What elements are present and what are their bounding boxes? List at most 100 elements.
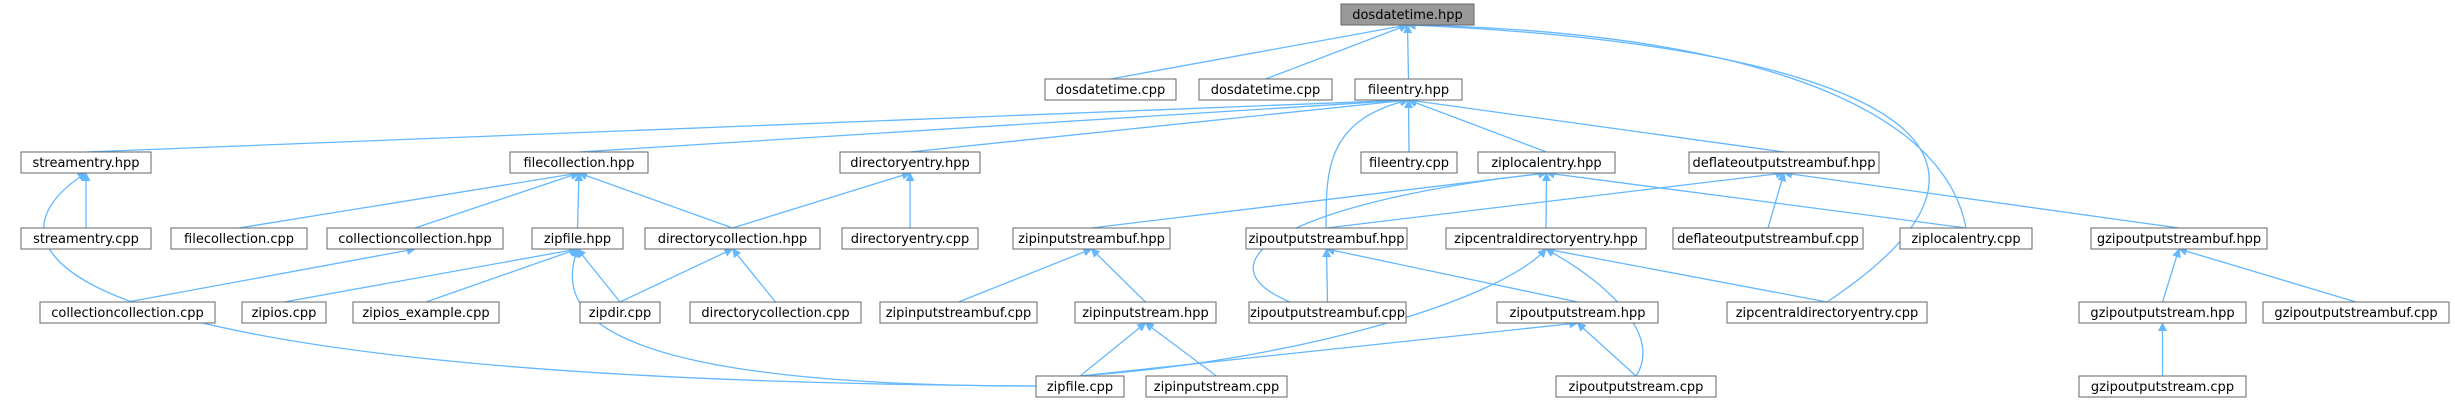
node-directoryentry-cpp[interactable]: directoryentry.cpp (841, 227, 979, 250)
node-box (1445, 227, 1647, 250)
node-filecollection-cpp[interactable]: filecollection.cpp (170, 227, 308, 250)
node-label: directoryentry.cpp (851, 232, 969, 247)
node-label: collectioncollection.cpp (51, 306, 204, 321)
node-box (879, 301, 1038, 324)
node-label: directorycollection.cpp (701, 306, 849, 321)
edge-gzipoutputstreambuf-hpp-to-deflateoutputstreambuf-hpp (1783, 169, 2180, 229)
node-gzipoutputstream-cpp[interactable]: gzipoutputstream.cpp (2078, 375, 2247, 398)
edge-zipoutputstreambuf-cpp-to-zipoutputstreambuf-hpp (1322, 248, 1332, 303)
node-box (1012, 227, 1171, 250)
node-label: zipcentraldirectoryentry.hpp (1454, 232, 1638, 247)
node-label: dosdatetime.hpp (1352, 8, 1463, 23)
edge-zipfile-cpp-to-zipfile-hpp (570, 248, 1037, 387)
node-label: streamentry.hpp (33, 156, 140, 171)
node-zipfile-cpp[interactable]: zipfile.cpp (1035, 375, 1125, 398)
node-box (1555, 375, 1717, 398)
node-streamentry-cpp[interactable]: streamentry.cpp (20, 227, 152, 250)
node-deflateoutputstreambuf-hpp[interactable]: deflateoutputstreambuf.hpp (1688, 151, 1880, 174)
node-zipinputstream-cpp[interactable]: zipinputstream.cpp (1145, 375, 1288, 398)
node-layer: dosdatetime.hpp dosdatetime.cpp dosdatetim… (20, 3, 2450, 398)
node-label: zipcentraldirectoryentry.cpp (1736, 306, 1919, 321)
edge-directorycollection-hpp-to-filecollection-hpp (578, 171, 733, 229)
node-label: zipoutputstreambuf.hpp (1248, 232, 1404, 247)
node-label: deflateoutputstreambuf.hpp (1693, 156, 1876, 171)
node-box (1248, 301, 1407, 324)
node-label: directorycollection.hpp (658, 232, 807, 247)
node-label: fileentry.cpp (1369, 156, 1449, 171)
edge-zipios-example-cpp-to-zipfile-hpp (425, 247, 579, 303)
edge-zipcentraldirectoryentry-hpp-to-ziplocalentry-hpp (1541, 172, 1551, 229)
node-gzipoutputstreambuf-cpp[interactable]: gzipoutputstreambuf.cpp (2262, 301, 2450, 324)
edge-ziplocalentry-hpp-to-fileentry-hpp (1407, 98, 1547, 153)
node-zipinputstreambuf-hpp[interactable]: zipinputstreambuf.hpp (1012, 227, 1171, 250)
node-zipinputstream-hpp[interactable]: zipinputstream.hpp (1074, 301, 1217, 324)
node-gzipoutputstreambuf-hpp[interactable]: gzipoutputstreambuf.hpp (2090, 227, 2268, 250)
edge-gzipoutputstream-hpp-to-gzipoutputstreambuf-hpp (2161, 248, 2181, 303)
node-label: zipfile.cpp (1047, 380, 1113, 395)
edge-zipcentraldirectoryentry-cpp-to-zipcentraldirectoryentry-hpp (1545, 246, 1828, 303)
node-ziplocalentry-cpp[interactable]: ziplocalentry.cpp (1899, 227, 2033, 250)
node-label: zipoutputstream.hpp (1510, 306, 1646, 321)
node-box (509, 151, 649, 174)
edge-zipdir-cpp-to-directorycollection-hpp (619, 248, 734, 303)
node-label: zipdir.cpp (589, 306, 652, 321)
node-zipfile-hpp[interactable]: zipfile.hpp (531, 227, 624, 250)
node-box (644, 227, 821, 250)
node-dosdatetime-cpp-a[interactable]: dosdatetime.cpp (1044, 78, 1177, 101)
node-label: collectioncollection.hpp (338, 232, 492, 247)
edge-zipfile-cpp-to-streamentry-hpp (43, 172, 1037, 387)
node-zipoutputstreambuf-hpp[interactable]: zipoutputstreambuf.hpp (1245, 227, 1408, 250)
node-box (1688, 151, 1880, 174)
node-zipios-example-cpp[interactable]: zipios_example.cpp (352, 301, 500, 324)
node-zipdir-cpp[interactable]: zipdir.cpp (579, 301, 661, 324)
node-filecollection-hpp[interactable]: filecollection.hpp (509, 151, 649, 174)
node-fileentry-cpp[interactable]: fileentry.cpp (1360, 151, 1458, 174)
node-directorycollection-hpp[interactable]: directorycollection.hpp (644, 227, 821, 250)
node-gzipoutputstream-hpp[interactable]: gzipoutputstream.hpp (2078, 301, 2247, 324)
node-label: gzipoutputstream.hpp (2090, 306, 2234, 321)
node-label: ziplocalentry.hpp (1491, 156, 1601, 171)
node-box (352, 301, 500, 324)
node-box (2078, 301, 2247, 324)
edge-zipios-cpp-to-zipfile-hpp (283, 246, 579, 303)
node-box (841, 227, 979, 250)
node-zipoutputstreambuf-cpp[interactable]: zipoutputstreambuf.cpp (1248, 301, 1407, 324)
edge-deflateoutputstreambuf-hpp-to-fileentry-hpp (1407, 96, 1785, 153)
node-box (1074, 301, 1217, 324)
node-fileentry-hpp[interactable]: fileentry.hpp (1354, 78, 1463, 101)
node-collectioncollection-hpp[interactable]: collectioncollection.hpp (326, 227, 504, 250)
node-dosdatetime-cpp-b[interactable]: dosdatetime.cpp (1198, 78, 1333, 101)
edge-ziplocalentry-cpp-to-dosdatetime-hpp (1406, 20, 1967, 229)
node-box (1198, 78, 1333, 101)
node-streamentry-hpp[interactable]: streamentry.hpp (20, 151, 152, 174)
node-zipios-cpp[interactable]: zipios.cpp (241, 301, 327, 324)
node-deflateoutputstreambuf-cpp[interactable]: deflateoutputstreambuf.cpp (1672, 227, 1864, 250)
edge-zipinputstreambuf-cpp-to-zipinputstreambuf-hpp (958, 247, 1093, 303)
node-label: dosdatetime.cpp (1211, 83, 1320, 98)
node-directoryentry-hpp[interactable]: directoryentry.hpp (839, 151, 981, 174)
node-zipcentraldirectoryentry-cpp[interactable]: zipcentraldirectoryentry.cpp (1726, 301, 1928, 324)
node-zipinputstreambuf-cpp[interactable]: zipinputstreambuf.cpp (879, 301, 1038, 324)
node-box (241, 301, 327, 324)
node-label: dosdatetime.cpp (1056, 83, 1165, 98)
edge-zipinputstreambuf-hpp-to-ziplocalentry-hpp (1091, 169, 1548, 229)
edge-filecollection-cpp-to-filecollection-hpp (238, 169, 580, 229)
node-directorycollection-cpp[interactable]: directorycollection.cpp (689, 301, 862, 324)
node-label: gzipoutputstreambuf.cpp (2274, 306, 2437, 321)
node-box (39, 301, 216, 324)
node-zipcentraldirectoryentry-hpp[interactable]: zipcentraldirectoryentry.hpp (1445, 227, 1647, 250)
node-ziplocalentry-hpp[interactable]: ziplocalentry.hpp (1477, 151, 1616, 174)
node-zipoutputstream-hpp[interactable]: zipoutputstream.hpp (1496, 301, 1659, 324)
node-collectioncollection-cpp[interactable]: collectioncollection.cpp (39, 301, 216, 324)
node-label: zipinputstream.cpp (1154, 380, 1279, 395)
node-box (20, 227, 152, 250)
node-box (1340, 3, 1475, 26)
edge-zipfile-cpp-to-zipoutputstream-hpp (1079, 319, 1579, 377)
node-dosdatetime-hpp[interactable]: dosdatetime.hpp (1340, 3, 1475, 26)
edge-zipdir-cpp-to-zipfile-hpp (576, 248, 621, 303)
node-box (579, 301, 661, 324)
edge-zipinputstream-cpp-to-zipinputstream-hpp (1144, 322, 1217, 377)
edge-streamentry-hpp-to-fileentry-hpp (85, 95, 1410, 153)
node-zipoutputstream-cpp[interactable]: zipoutputstream.cpp (1555, 375, 1717, 398)
node-box (1360, 151, 1458, 174)
